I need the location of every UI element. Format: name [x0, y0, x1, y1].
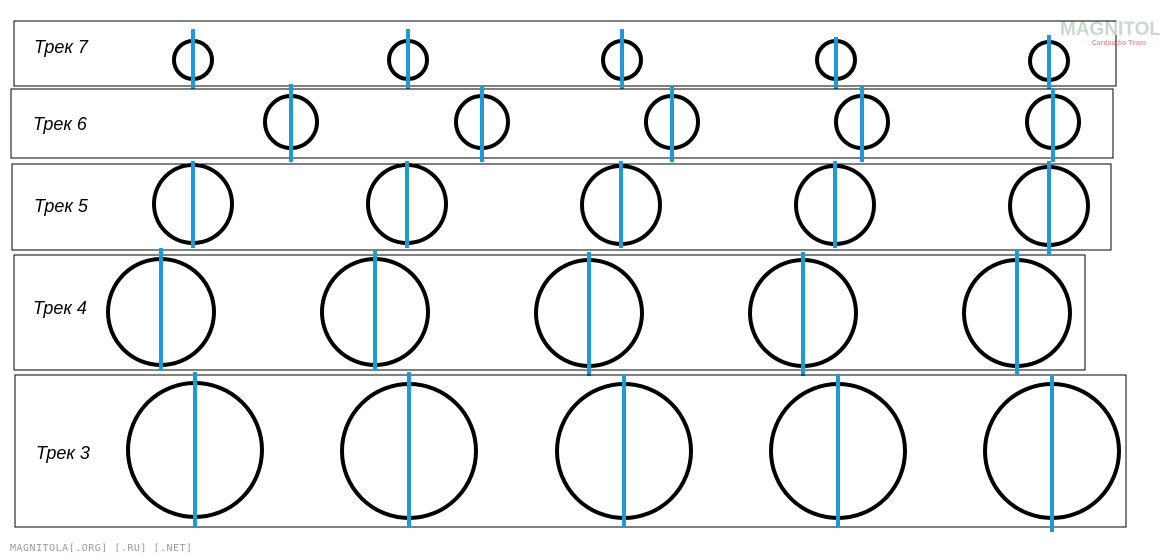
track-4-markers	[106, 248, 1072, 376]
track-5-markers	[152, 161, 1090, 254]
track-frame	[14, 374, 1127, 528]
track-label: Трек 3	[36, 443, 90, 463]
track-row-7: Трек 7	[13, 20, 1117, 89]
watermark-footer: MAGNITOLA[.ORG] [.RU] [.NET]	[10, 543, 193, 554]
track-label: Трек 4	[33, 298, 87, 318]
track-row-5: Трек 5	[11, 161, 1112, 254]
logo-subtext: Cardaudio Team	[1091, 40, 1146, 47]
track-frame	[13, 20, 1117, 87]
track-3-markers	[126, 372, 1121, 532]
track-frame	[10, 88, 1114, 159]
track-label: Трек 6	[33, 114, 88, 134]
track-row-4: Трек 4	[13, 248, 1086, 376]
track-frame	[11, 163, 1112, 251]
track-row-6: Трек 6	[10, 84, 1114, 162]
watermark-logo: MAGNITOLA Cardaudio Team	[1060, 19, 1160, 48]
track-frame	[13, 254, 1086, 371]
track-row-3: Трек 3	[14, 372, 1127, 532]
track-6-markers	[263, 84, 1081, 162]
track-label: Трек 5	[34, 196, 89, 216]
track-label: Трек 7	[34, 37, 89, 57]
logo-text: MAGNITOLA	[1060, 19, 1160, 40]
track-7-markers	[172, 29, 1070, 89]
